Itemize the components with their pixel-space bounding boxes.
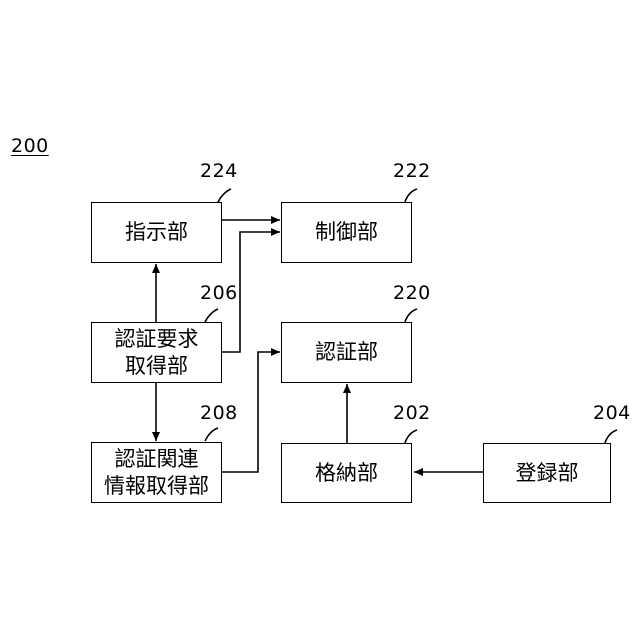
leader-206 — [205, 309, 218, 322]
leader-222 — [405, 189, 417, 202]
auth-request-label-line1: 認証要求 — [115, 326, 199, 353]
ref-206: 206 — [200, 282, 238, 304]
leader-224 — [218, 189, 231, 202]
ref-204: 204 — [593, 402, 631, 424]
leader-220 — [405, 309, 417, 322]
ref-222: 222 — [393, 160, 431, 182]
auth-info-label-line1: 認証関連 — [115, 446, 199, 473]
ref-202: 202 — [393, 402, 431, 424]
leader-202 — [405, 430, 417, 443]
auth-info-label-line2: 情報取得部 — [104, 473, 209, 500]
authentication-unit-block: 認証部 — [281, 322, 412, 383]
instruction-unit-block: 指示部 — [91, 202, 222, 263]
control-unit-block: 制御部 — [281, 202, 412, 263]
registration-unit-label: 登録部 — [516, 460, 579, 487]
leader-208 — [205, 428, 218, 441]
storage-unit-label: 格納部 — [315, 460, 378, 487]
leader-204 — [605, 430, 617, 443]
ref-208: 208 — [200, 402, 238, 424]
authentication-unit-label: 認証部 — [315, 339, 378, 366]
instruction-unit-label: 指示部 — [125, 219, 188, 246]
auth-info-acquisition-block: 認証関連 情報取得部 — [91, 442, 222, 503]
storage-unit-block: 格納部 — [281, 443, 412, 503]
auth-request-acquisition-block: 認証要求 取得部 — [91, 322, 222, 383]
auth-request-label-line2: 取得部 — [125, 353, 188, 380]
control-unit-label: 制御部 — [315, 219, 378, 246]
registration-unit-block: 登録部 — [483, 443, 611, 503]
ref-224: 224 — [200, 160, 238, 182]
ref-220: 220 — [393, 282, 431, 304]
